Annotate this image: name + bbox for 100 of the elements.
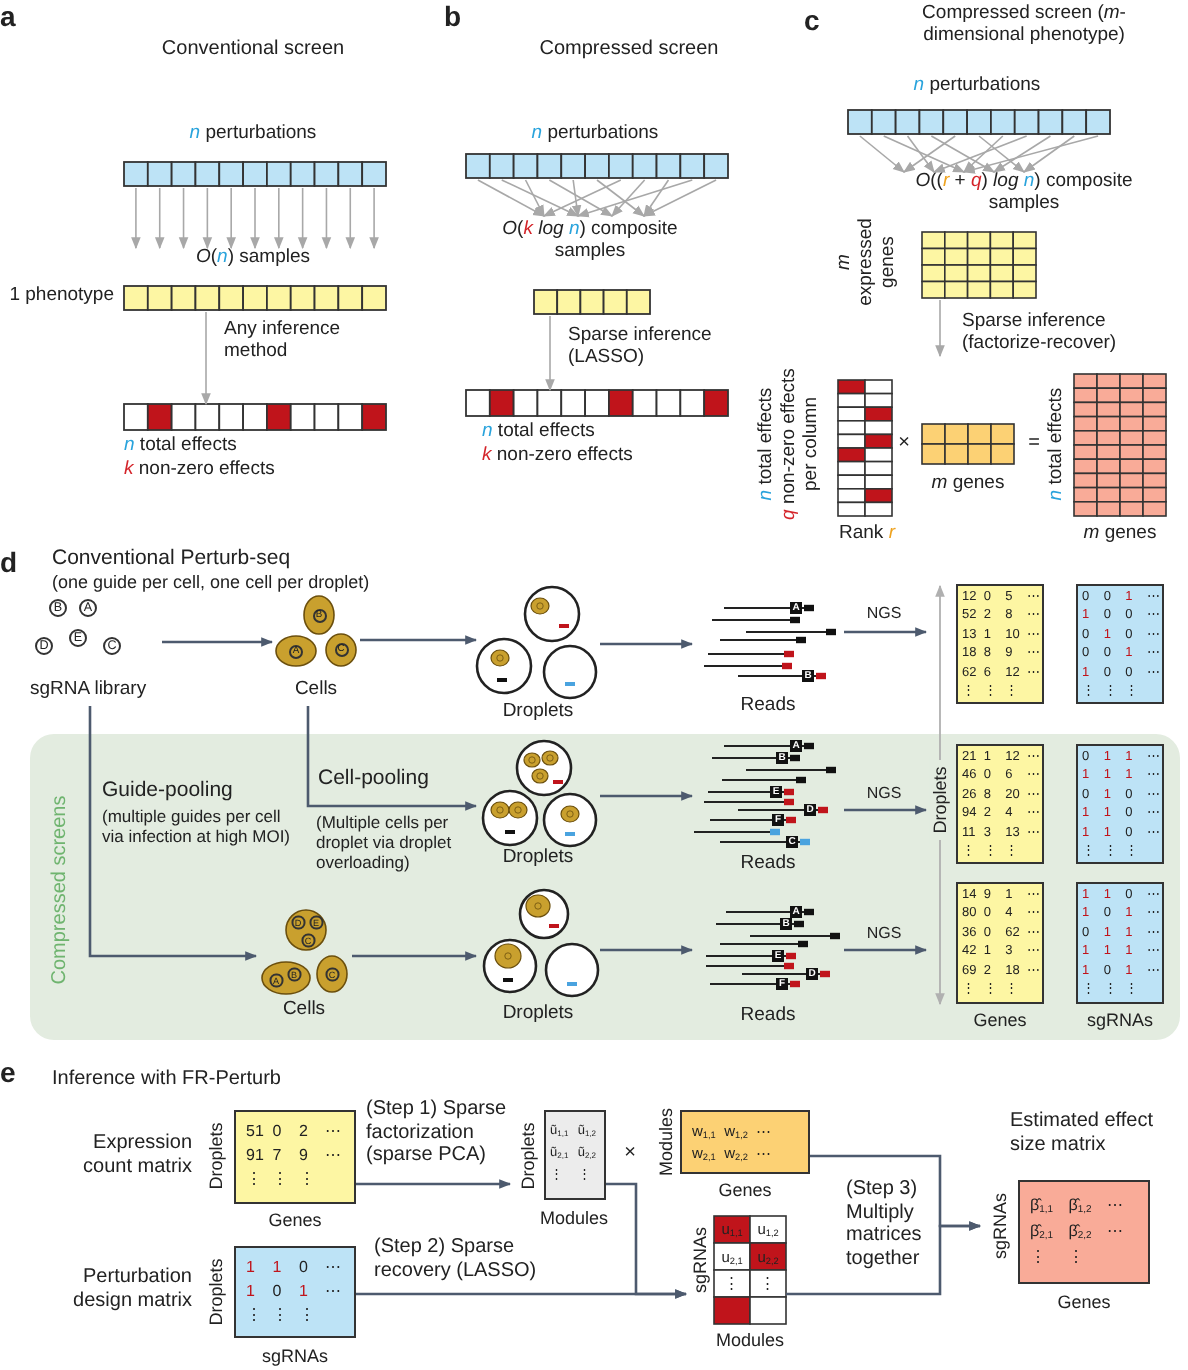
arrow	[306, 706, 478, 811]
arrow	[274, 187, 284, 250]
node-caption: Genes	[266, 1210, 324, 1231]
arrow	[178, 187, 189, 250]
arrow	[226, 187, 236, 250]
operator-sign: ×	[896, 432, 912, 455]
shaded-panel	[30, 734, 1180, 1040]
axis-label: sgRNAs	[989, 1191, 1011, 1264]
arrow	[360, 635, 478, 645]
arrow	[906, 135, 935, 173]
arrow	[844, 627, 928, 637]
node-caption: Expression count matrix	[81, 1132, 192, 1178]
note-text: (Multiple cells per droplet via droplet overloading)	[316, 814, 454, 873]
arrow	[154, 187, 165, 250]
node-caption: Perturbation design matrix	[71, 1266, 192, 1312]
panel-title: Compressed screen (m-dimensional phenotype)	[920, 4, 1128, 48]
arrow	[786, 1221, 982, 1296]
axis-label: Droplets	[205, 1256, 227, 1330]
arrow	[932, 135, 1028, 173]
arrow	[935, 299, 945, 358]
arrow	[606, 1182, 688, 1299]
panel-letter: b	[444, 0, 464, 33]
node-label: n perturbations	[187, 124, 319, 146]
node-label: O(k log n) composite samples	[500, 220, 680, 264]
arrow	[859, 135, 905, 173]
node-label: m genes	[929, 474, 1007, 496]
arrow	[600, 791, 694, 801]
matrix-row-text: 1 1 0 ⋯	[246, 1256, 344, 1280]
node-label: O(n) samples	[193, 248, 313, 270]
node-label: n total effects	[124, 436, 239, 458]
matrix-row-text: 1 0 1 ⋯	[246, 1280, 344, 1304]
arrow	[600, 945, 694, 955]
panel-letter: c	[804, 4, 822, 37]
panel-subtitle: (one guide per cell, one cell per droplet)	[52, 572, 372, 593]
arrow	[844, 945, 928, 955]
axis-label: sgRNAs	[689, 1225, 711, 1296]
node-label: Rank r	[837, 524, 898, 546]
matrix-row-text: ⋮ ⋮	[1030, 1246, 1087, 1270]
axis-label: m expressed genes	[835, 216, 901, 308]
matrix-row-text: 51 0 2 ⋯	[246, 1120, 344, 1144]
arrow	[202, 187, 213, 250]
node-label: k non-zero effects	[124, 460, 277, 482]
node-caption: Genes	[716, 1180, 774, 1201]
arrow	[524, 179, 545, 218]
arrow	[542, 179, 622, 217]
matrix-row-text: ⋮ ⋮ ⋮	[246, 1304, 317, 1328]
matrix-row-text: 91 7 9 ⋯	[246, 1144, 344, 1168]
panel-letter: a	[0, 0, 18, 33]
node-caption: 1 phenotype	[7, 286, 114, 308]
panel-letter: e	[0, 1056, 18, 1089]
arrow	[201, 311, 211, 406]
axis-label: n total effects	[757, 385, 779, 505]
node-label: sgRNA library	[30, 680, 149, 702]
arrow	[321, 187, 332, 250]
node-caption: sgRNAs	[259, 1346, 330, 1367]
arrow	[352, 951, 478, 961]
node-caption: Genes	[1055, 1292, 1113, 1313]
node-label: Droplets	[500, 1004, 576, 1026]
arrow	[250, 187, 260, 250]
axis-label: q non-zero effects per column	[780, 368, 824, 520]
arrow	[297, 187, 308, 250]
node-label: Reads	[738, 1006, 798, 1028]
arrow	[88, 706, 258, 961]
axis-label: n total effects	[1047, 385, 1069, 505]
arrow	[978, 135, 1025, 173]
node-caption: Modules	[537, 1208, 611, 1229]
panel-title: Inference with FR-Perturb	[52, 1068, 283, 1091]
arrow	[993, 135, 1052, 173]
arrow	[162, 637, 274, 647]
arrow	[545, 315, 555, 392]
arrow	[571, 179, 582, 218]
node-label: m genes	[1081, 524, 1159, 546]
arrow	[596, 179, 645, 217]
arrow	[477, 179, 546, 217]
node-label: n total effects	[482, 422, 597, 444]
note-text: (multiple guides per cell via infection at high MOI)	[102, 808, 292, 848]
node-label: Droplets	[500, 702, 576, 724]
arrow	[600, 639, 694, 649]
node-label: O((r + q) log n) composite samples	[913, 172, 1135, 216]
axis-label: Droplets	[517, 1120, 539, 1194]
node-label: Droplets	[500, 848, 576, 870]
axis-label: Droplets	[205, 1120, 227, 1194]
operator-sign: =	[1026, 432, 1042, 455]
arrow	[356, 1179, 512, 1189]
arrow	[642, 179, 717, 217]
panel-title: Conventional Perturb-seq	[52, 546, 293, 571]
node-label: Cells	[292, 680, 340, 702]
arrow	[882, 135, 966, 173]
panel-title: Conventional screen	[159, 38, 347, 61]
arrow	[930, 135, 996, 173]
node-label: n perturbations	[529, 124, 661, 146]
operator-sign: ×	[622, 1142, 638, 1165]
node-label: n perturbations	[911, 76, 1043, 98]
axis-label: sgRNAs	[1084, 1010, 1155, 1031]
node-caption: Estimated effect size matrix	[1010, 1110, 1156, 1156]
node-label: Cells	[280, 1000, 328, 1022]
arrow	[963, 135, 1004, 173]
axis-label: Genes	[971, 1010, 1029, 1031]
arrow	[548, 179, 614, 217]
panel-title: Compressed screen	[537, 38, 721, 61]
